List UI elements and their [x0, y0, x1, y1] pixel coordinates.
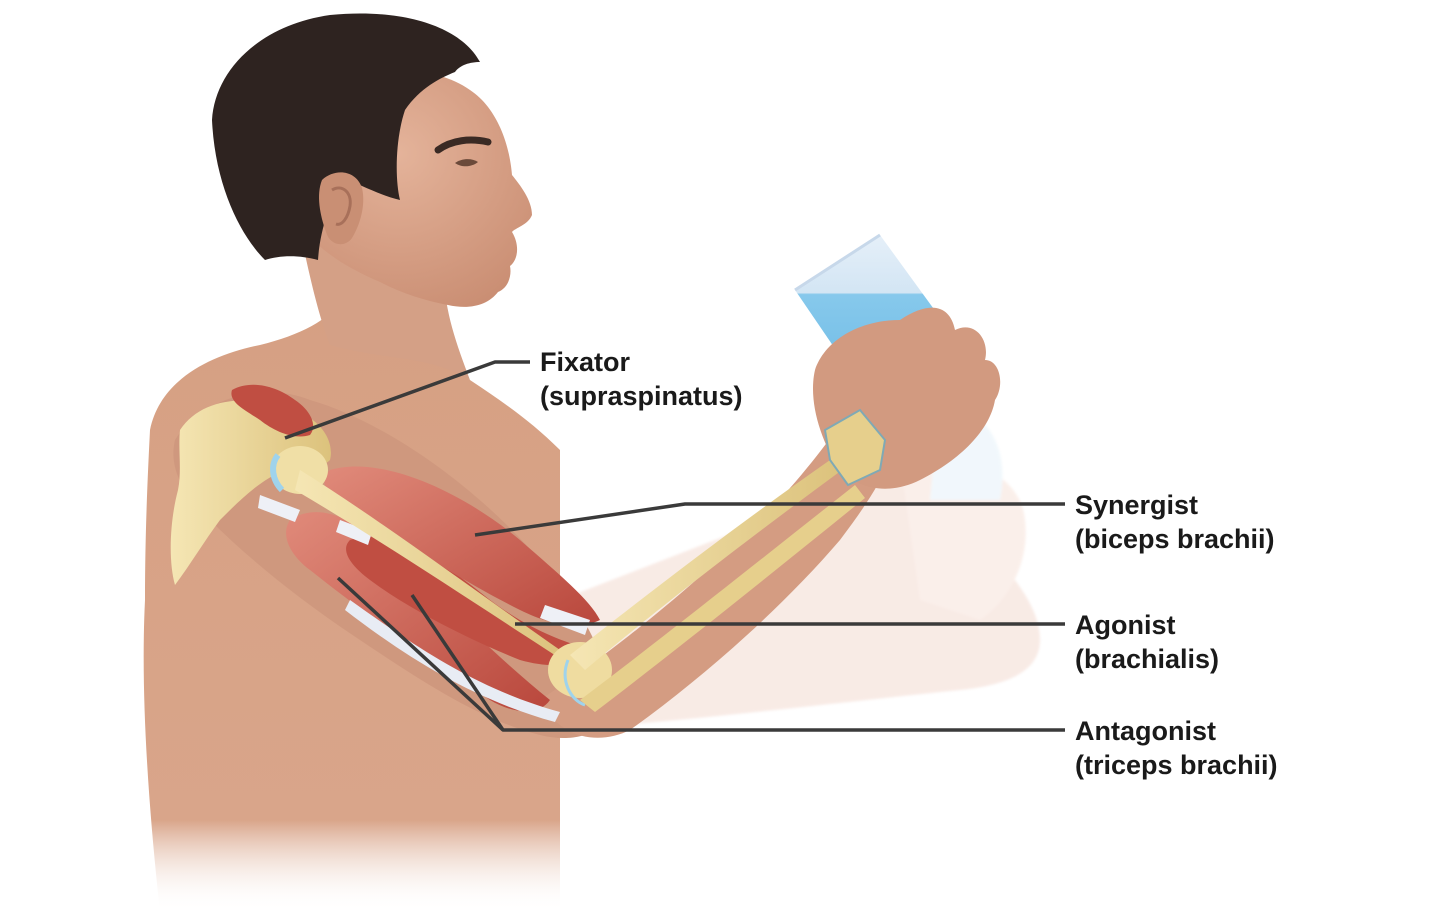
label-role: Synergist — [1075, 490, 1199, 520]
supraspinatus — [231, 384, 314, 437]
label-fixator: Fixator (supraspinatus) — [540, 345, 743, 413]
scapula — [170, 400, 331, 585]
leader-lines — [284, 360, 1065, 732]
ulna — [580, 485, 865, 712]
label-role: Fixator — [540, 347, 631, 377]
label-synergist: Synergist (biceps brachii) — [1075, 488, 1275, 556]
label-muscle: (triceps brachii) — [1075, 750, 1278, 780]
leader-synergist — [474, 502, 1065, 537]
ear — [319, 172, 364, 245]
hair — [212, 13, 480, 260]
glenoid-cartilage — [270, 453, 285, 493]
biceps-brachii — [324, 466, 600, 626]
label-antagonist: Antagonist (triceps brachii) — [1075, 714, 1278, 782]
humerus — [295, 470, 570, 665]
leader-fixator — [284, 360, 530, 440]
eye — [455, 159, 478, 167]
carpal-bones — [823, 408, 887, 487]
label-muscle: (brachialis) — [1075, 644, 1220, 674]
eyebrow — [434, 136, 492, 154]
label-muscle: (supraspinatus) — [540, 381, 743, 411]
label-agonist: Agonist (brachialis) — [1075, 608, 1219, 676]
label-role: Antagonist — [1075, 716, 1216, 746]
tendon — [258, 495, 300, 522]
radius — [570, 460, 842, 670]
leader-antagonist-2 — [410, 594, 505, 731]
label-role: Agonist — [1075, 610, 1176, 640]
label-muscle: (biceps brachii) — [1075, 524, 1275, 554]
